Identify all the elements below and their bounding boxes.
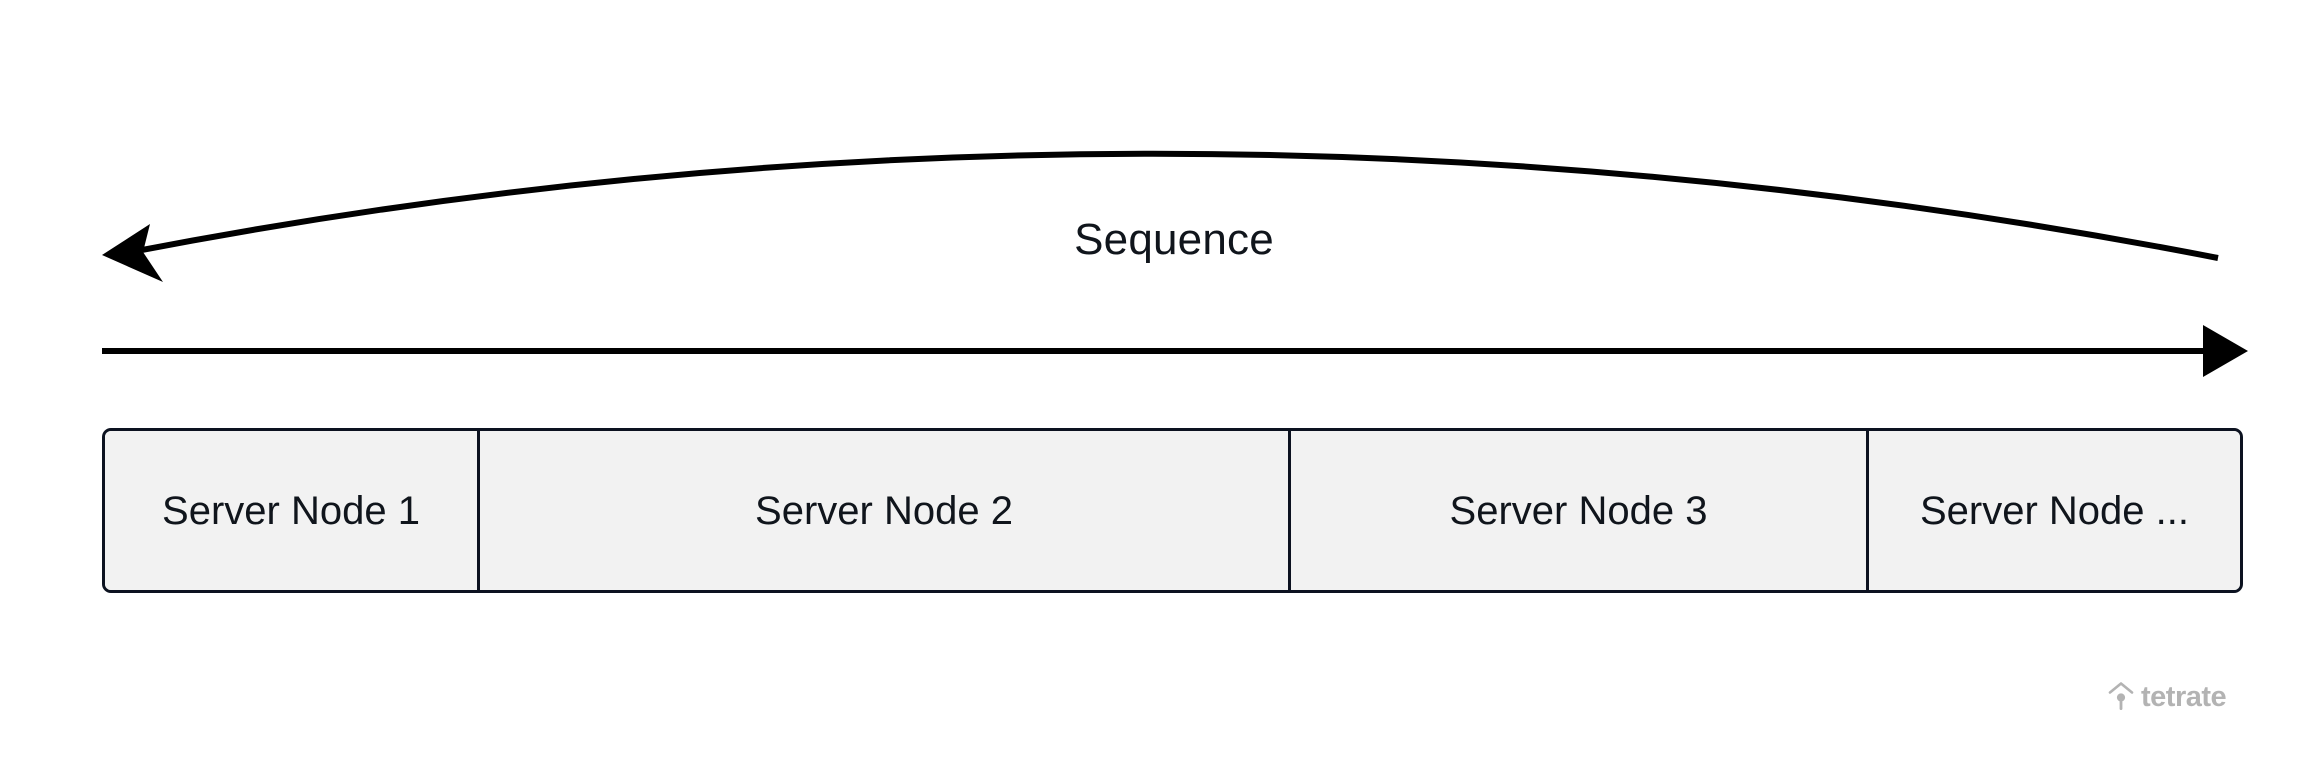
- sequence-label: Sequence: [0, 212, 2324, 268]
- server-node-cell-3[interactable]: Server Node 3: [1291, 431, 1869, 590]
- sequence-label-text: Sequence: [1074, 215, 1274, 264]
- tetrate-logo: tetrate: [2108, 681, 2227, 713]
- server-node-bar: Server Node 1 Server Node 2 Server Node …: [102, 428, 2243, 593]
- server-node-cell-4[interactable]: Server Node ...: [1869, 431, 2240, 590]
- server-node-label-1: Server Node 1: [162, 488, 420, 533]
- tetrate-wordmark: tetrate: [2141, 681, 2227, 713]
- curved-sequence-arrow: [102, 150, 2219, 282]
- server-node-label-2: Server Node 2: [755, 488, 1013, 533]
- server-node-cell-2[interactable]: Server Node 2: [480, 431, 1291, 590]
- tetrate-pin-icon: [2108, 682, 2134, 710]
- straight-axis-arrow: [102, 325, 2248, 377]
- server-node-cell-1[interactable]: Server Node 1: [105, 431, 480, 590]
- server-node-label-3: Server Node 3: [1449, 488, 1708, 533]
- server-node-label-4: Server Node ...: [1919, 488, 2189, 533]
